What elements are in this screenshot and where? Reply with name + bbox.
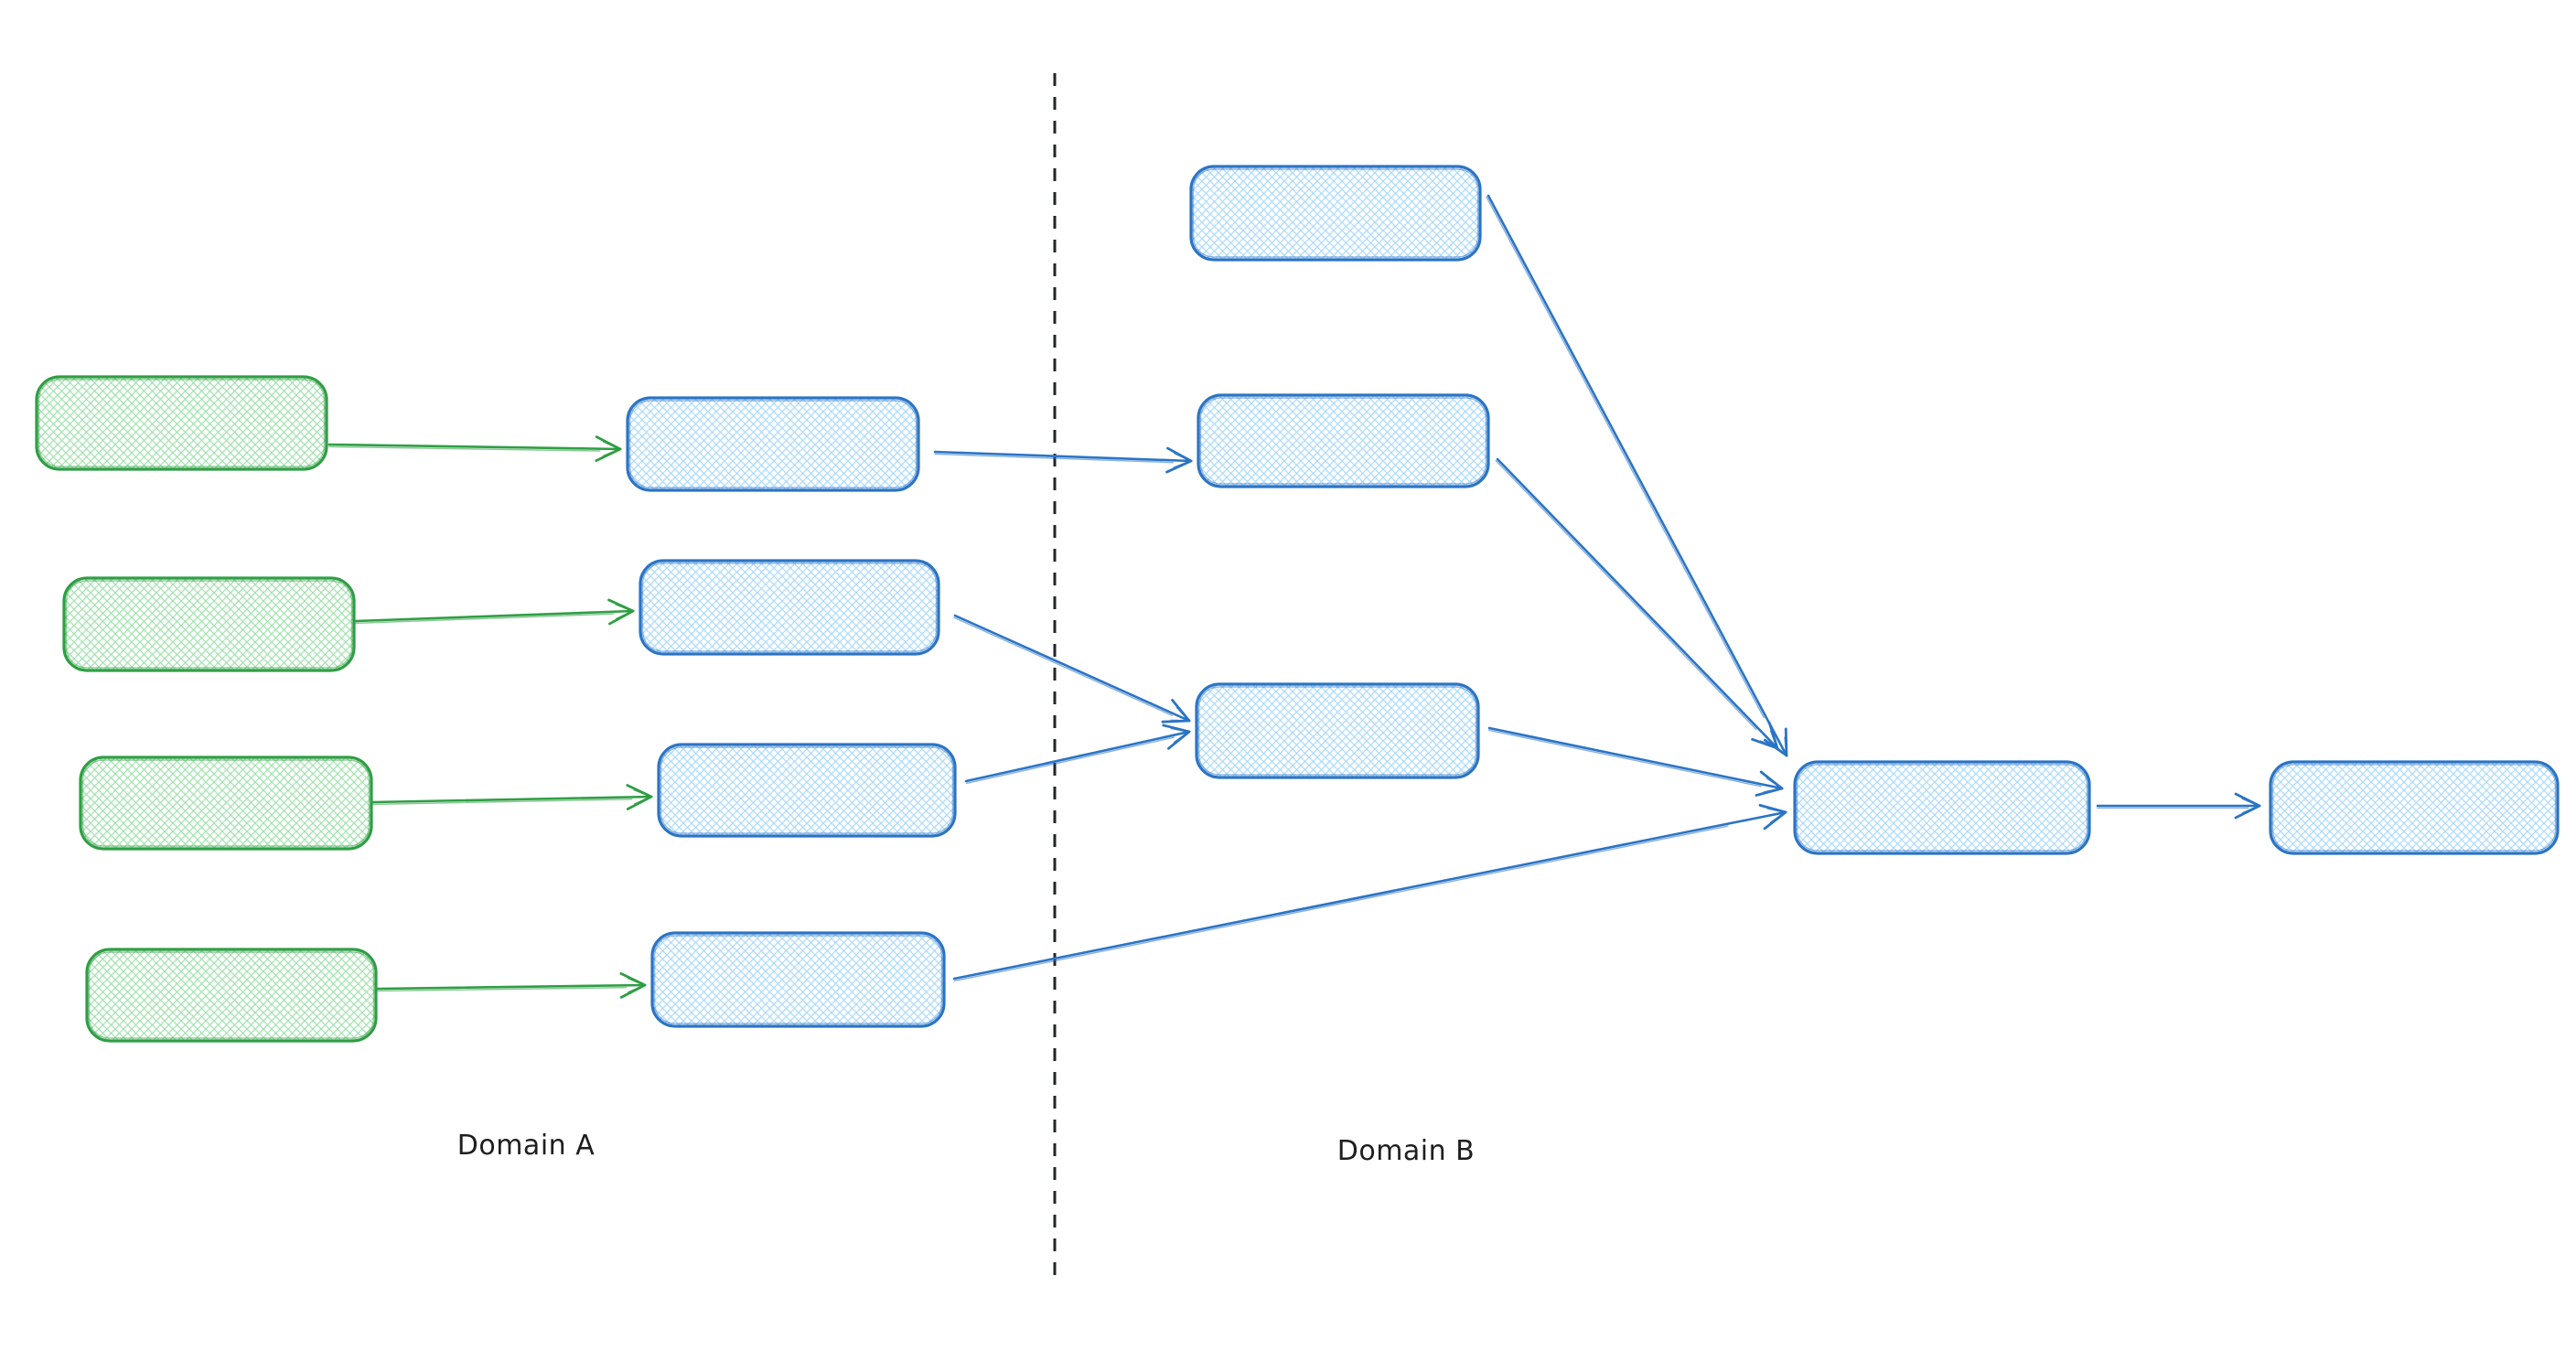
edge-b3 xyxy=(964,724,1192,785)
edge-b7 xyxy=(1487,726,1785,797)
domain-b-input-1 xyxy=(1189,165,1482,262)
domain-a-process-4 xyxy=(650,931,946,1028)
domain-a-process-1 xyxy=(626,396,920,492)
edge-b6 xyxy=(1495,457,1779,750)
domain-a-source-4 xyxy=(85,948,378,1043)
domain-b-input-2 xyxy=(1197,393,1490,488)
edge-a3 xyxy=(371,784,654,810)
edge-b2 xyxy=(953,614,1192,724)
domain-a-source-2 xyxy=(62,576,356,672)
domain-b-output xyxy=(2269,760,2560,855)
domain-a-process-2 xyxy=(639,559,940,656)
domain-a-source-3 xyxy=(79,756,373,851)
edge-a1 xyxy=(327,435,623,462)
domain-a-label: Domain A xyxy=(457,1130,595,1162)
edge-b1 xyxy=(933,446,1194,474)
edge-a2 xyxy=(354,598,636,626)
domain-b-merge xyxy=(1793,760,2091,855)
domain-b-input-3 xyxy=(1195,682,1480,779)
edge-b8 xyxy=(2096,792,2262,820)
domain-b-label: Domain B xyxy=(1337,1135,1476,1167)
edge-b4 xyxy=(952,803,1788,982)
domain-a-process-3 xyxy=(657,743,957,838)
edge-a4 xyxy=(376,971,648,999)
domain-a-source-1 xyxy=(35,375,328,471)
edge-b5 xyxy=(1486,194,1788,758)
